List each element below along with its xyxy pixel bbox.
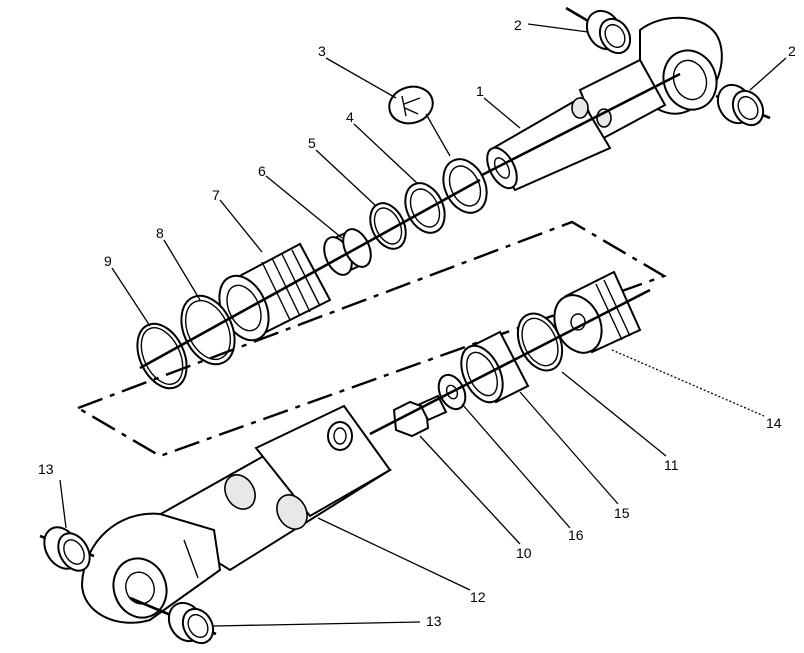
lower-assembly-axis — [369, 288, 651, 436]
part-3-seal-kit-icon — [388, 85, 434, 125]
callout-15: 15 — [614, 505, 630, 521]
callout-5: 5 — [308, 135, 316, 151]
callout-11: 11 — [664, 457, 679, 473]
callout-13-left: 13 — [38, 461, 54, 477]
callout-9: 9 — [104, 253, 112, 269]
callout-12: 12 — [470, 589, 486, 605]
callout-8: 8 — [156, 225, 164, 241]
part-2-bushing-right — [715, 83, 771, 127]
callout-1: 1 — [476, 83, 484, 99]
part-2-bushing-upper-left — [565, 6, 632, 55]
callout-2-upper: 2 — [514, 17, 522, 33]
callout-3: 3 — [318, 43, 326, 59]
callout-4: 4 — [346, 109, 354, 125]
callout-13-bottom: 13 — [426, 613, 442, 629]
dashed-frame — [75, 220, 667, 458]
callout-14: 14 — [766, 415, 782, 431]
part-14-piston — [553, 270, 642, 354]
part-13-bushing-left — [39, 526, 95, 572]
part-13-bushing-bottom — [129, 596, 217, 645]
callout-10: 10 — [516, 545, 532, 561]
callout-2-right: 2 — [788, 43, 796, 59]
part-4-seal-ring — [404, 158, 488, 234]
callout-7: 7 — [212, 187, 220, 203]
part-10-bolt — [392, 394, 448, 438]
callout-labels: 2 2 3 1 4 5 6 7 8 9 14 11 15 16 10 12 13… — [38, 17, 796, 629]
callout-16: 16 — [568, 527, 584, 543]
leader-lines — [59, 23, 787, 627]
part-12-barrel — [80, 404, 393, 624]
part-11-o-ring — [516, 312, 564, 372]
part-5-backup-ring — [369, 202, 407, 250]
part-1-rod — [479, 16, 723, 192]
callout-6: 6 — [258, 163, 266, 179]
upper-assembly-axis — [139, 178, 481, 370]
